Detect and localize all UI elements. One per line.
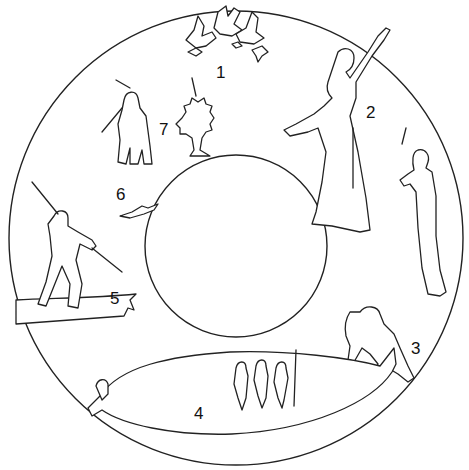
callout-number: 1 bbox=[216, 64, 225, 81]
callout-number: 4 bbox=[194, 405, 203, 422]
callout-number: 7 bbox=[159, 121, 168, 138]
callout-number: 3 bbox=[411, 340, 420, 357]
callout-number: 6 bbox=[116, 186, 125, 203]
callout-number: 2 bbox=[366, 104, 375, 121]
callout-number: 5 bbox=[110, 290, 119, 307]
